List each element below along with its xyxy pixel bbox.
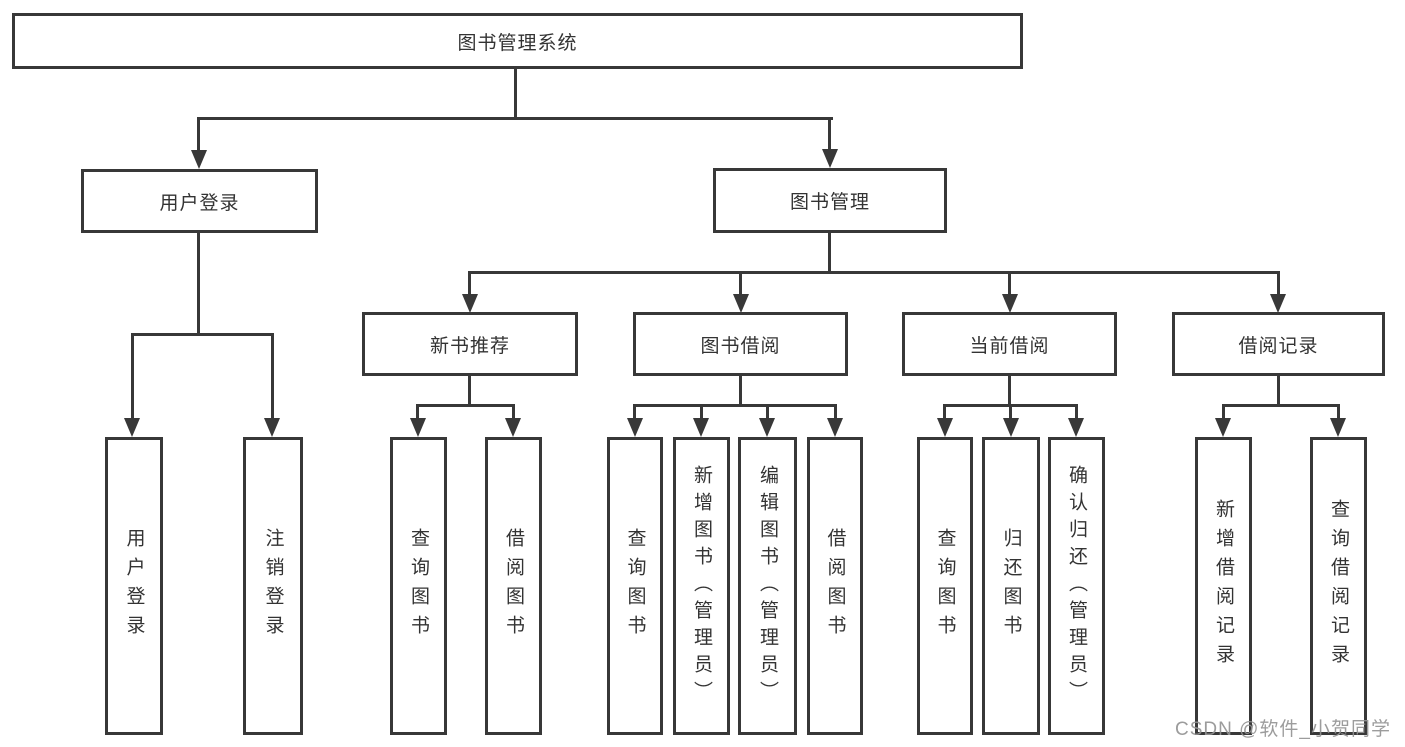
arrow-down-icon: [733, 294, 749, 313]
arrow-down-icon: [191, 150, 207, 169]
node-borrow-record: 借阅记录: [1172, 312, 1385, 376]
arrow-down-icon: [505, 418, 521, 437]
connector-line: [1009, 404, 1012, 422]
leaf-confirm-return-admin: 确认归还（管理员）: [1048, 437, 1105, 735]
node-user-login: 用户登录: [81, 169, 318, 233]
leaf-add-book-admin-label: 新增图书（管理员）: [691, 464, 712, 708]
connector-line: [828, 233, 831, 274]
leaf-add-borrow-record-label: 新增借阅记录: [1213, 499, 1234, 673]
connector-line: [739, 376, 742, 407]
arrow-down-icon: [822, 149, 838, 168]
connector-line: [512, 404, 515, 422]
connector-line: [468, 271, 471, 298]
node-current-borrow-label: 当前借阅: [969, 335, 1050, 357]
leaf-query-borrow-record-label: 查询借阅记录: [1328, 499, 1349, 673]
node-user-login-label: 用户登录: [159, 192, 240, 214]
node-book-borrow: 图书借阅: [633, 312, 848, 376]
connector-line: [633, 404, 636, 422]
arrow-down-icon: [937, 418, 953, 437]
connector-line: [1277, 376, 1280, 407]
arrow-down-icon: [264, 418, 280, 437]
connector-line: [514, 68, 517, 119]
leaf-borrow-book-recommend-label: 借阅图书: [503, 528, 524, 644]
leaf-query-book-recommend-label: 查询图书: [408, 528, 429, 644]
node-current-borrow: 当前借阅: [902, 312, 1117, 376]
connector-line: [766, 404, 769, 422]
leaf-edit-book-admin: 编辑图书（管理员）: [738, 437, 797, 735]
arrow-down-icon: [627, 418, 643, 437]
arrow-down-icon: [1002, 294, 1018, 313]
node-book-management-label: 图书管理: [789, 192, 870, 213]
arrow-down-icon: [124, 418, 140, 437]
leaf-confirm-return-admin-label: 确认归还（管理员）: [1066, 464, 1087, 708]
leaf-query-book-current-label: 查询图书: [934, 528, 956, 644]
leaf-query-book-borrow-label: 查询图书: [624, 528, 646, 644]
connector-line: [834, 404, 837, 422]
connector-line: [1277, 271, 1280, 298]
connector-line: [943, 404, 946, 422]
arrow-down-icon: [462, 294, 478, 313]
leaf-user-login: 用户登录: [105, 437, 163, 735]
connector-line: [828, 117, 831, 154]
connector-line: [468, 271, 1280, 274]
leaf-borrow-book-recommend: 借阅图书: [485, 437, 542, 735]
leaf-query-book-borrow: 查询图书: [607, 437, 663, 735]
arrow-down-icon: [1270, 294, 1286, 313]
connector-line: [271, 333, 274, 422]
node-root-label: 图书管理系统: [457, 32, 578, 54]
node-new-book-recommend: 新书推荐: [362, 312, 578, 376]
connector-line: [197, 117, 200, 154]
leaf-user-login-label: 用户登录: [123, 528, 145, 644]
leaf-query-borrow-record: 查询借阅记录: [1310, 437, 1367, 735]
connector-line: [1008, 376, 1011, 407]
arrow-down-icon: [1068, 418, 1084, 437]
connector-line: [416, 404, 515, 407]
arrow-down-icon: [1003, 418, 1019, 437]
arrow-down-icon: [827, 418, 843, 437]
node-new-book-recommend-label: 新书推荐: [429, 335, 510, 357]
leaf-edit-book-admin-label: 编辑图书（管理员）: [757, 464, 778, 708]
node-book-borrow-label: 图书借阅: [700, 335, 781, 357]
node-borrow-record-label: 借阅记录: [1238, 335, 1319, 357]
connector-line: [700, 404, 703, 422]
node-book-management: 图书管理: [713, 168, 947, 233]
connector-line: [1075, 404, 1078, 422]
connector-line: [633, 404, 837, 407]
leaf-logout: 注销登录: [243, 437, 303, 735]
arrow-down-icon: [759, 418, 775, 437]
connector-line: [739, 271, 742, 298]
arrow-down-icon: [1215, 418, 1231, 437]
connector-line: [468, 376, 471, 407]
arrow-down-icon: [693, 418, 709, 437]
node-root-system: 图书管理系统: [12, 13, 1023, 69]
leaf-borrow-book: 借阅图书: [807, 437, 863, 735]
leaf-add-book-admin: 新增图书（管理员）: [673, 437, 730, 735]
leaf-return-book-label: 归还图书: [1000, 528, 1022, 644]
connector-line: [197, 117, 833, 120]
connector-line: [131, 333, 274, 336]
leaf-query-book-recommend: 查询图书: [390, 437, 447, 735]
csdn-watermark: CSDN @软件_小贺同学: [1175, 719, 1391, 740]
connector-line: [416, 404, 419, 422]
leaf-add-borrow-record: 新增借阅记录: [1195, 437, 1252, 735]
leaf-borrow-book-label: 借阅图书: [824, 528, 846, 644]
connector-line: [197, 233, 200, 336]
leaf-query-book-current: 查询图书: [917, 437, 973, 735]
leaf-return-book: 归还图书: [982, 437, 1040, 735]
connector-line: [1008, 271, 1011, 298]
arrow-down-icon: [1330, 418, 1346, 437]
connector-line: [1222, 404, 1340, 407]
connector-line: [131, 333, 134, 422]
leaf-logout-label: 注销登录: [262, 528, 284, 644]
arrow-down-icon: [410, 418, 426, 437]
connector-line: [1222, 404, 1225, 422]
connector-line: [1337, 404, 1340, 422]
